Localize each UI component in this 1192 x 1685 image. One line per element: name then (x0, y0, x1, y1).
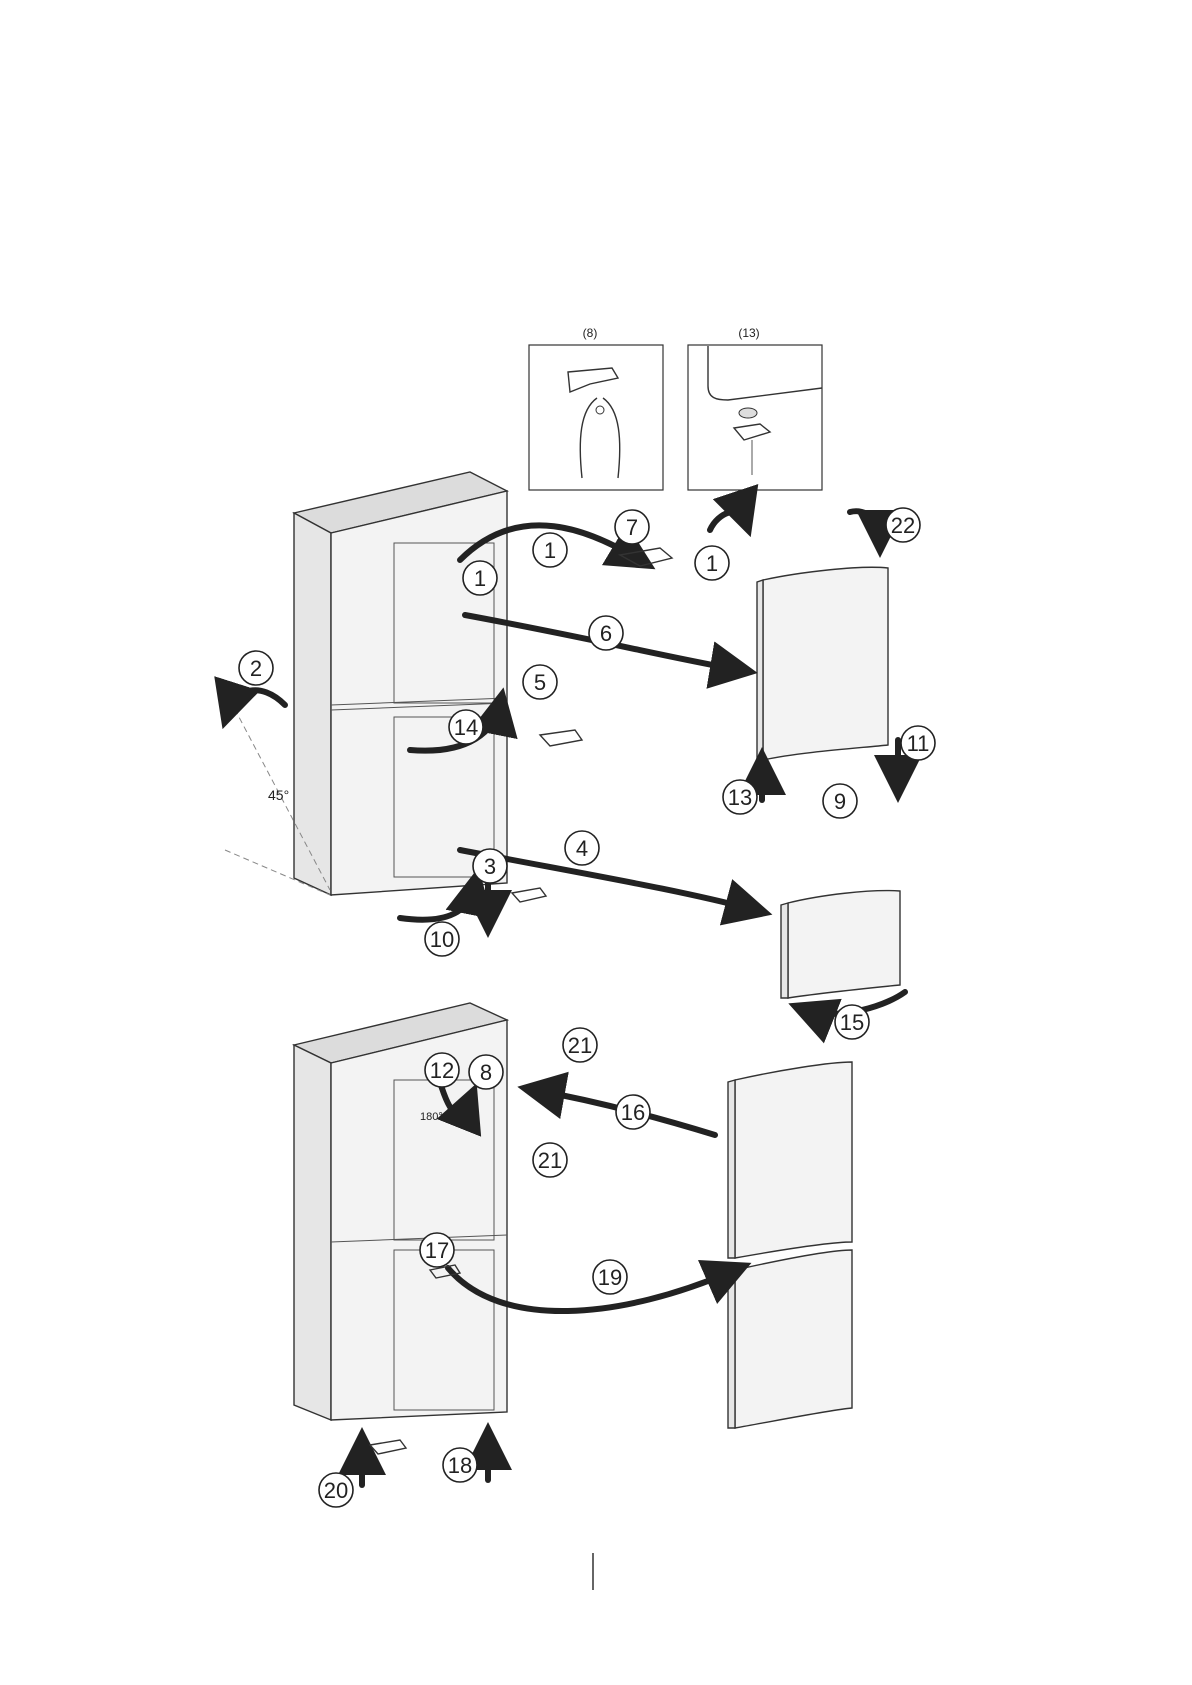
step-22: 22 (886, 508, 920, 542)
svg-text:19: 19 (598, 1265, 622, 1290)
step-13: 13 (723, 780, 757, 814)
svg-text:9: 9 (834, 789, 846, 814)
svg-text:2: 2 (250, 656, 262, 681)
step-1b: 1 (533, 533, 567, 567)
step-6: 6 (589, 616, 623, 650)
svg-text:18: 18 (448, 1453, 472, 1478)
svg-text:1: 1 (544, 538, 556, 563)
step-14: 14 (449, 710, 483, 744)
step-4: 4 (565, 831, 599, 865)
svg-text:12: 12 (430, 1058, 454, 1083)
step-21a: 21 (563, 1028, 597, 1062)
svg-text:8: 8 (480, 1060, 492, 1085)
svg-text:21: 21 (568, 1033, 592, 1058)
step-1c: 1 (695, 546, 729, 580)
door-reassembled-top (728, 1062, 852, 1258)
step-1a: 1 (463, 561, 497, 595)
step-10: 10 (425, 922, 459, 956)
svg-text:22: 22 (891, 513, 915, 538)
svg-text:5: 5 (534, 670, 546, 695)
step-20: 20 (319, 1473, 353, 1507)
svg-text:1: 1 (706, 551, 718, 576)
step-9: 9 (823, 784, 857, 818)
step-18: 18 (443, 1448, 477, 1482)
angle-label: 45° (268, 787, 289, 803)
svg-text:10: 10 (430, 927, 454, 952)
inset-door-stop: (13) (688, 326, 822, 490)
step-8: 8 (469, 1055, 503, 1089)
svg-text:3: 3 (484, 854, 496, 879)
door-bottom-fridge (781, 891, 900, 998)
step-15: 15 (835, 1005, 869, 1039)
svg-text:4: 4 (576, 836, 588, 861)
step-2: 2 (239, 651, 273, 685)
inset-label-8: (8) (583, 326, 598, 340)
svg-text:16: 16 (621, 1100, 645, 1125)
svg-text:21: 21 (538, 1148, 562, 1173)
door-top-freezer (757, 567, 888, 760)
rotation-label: 180° (420, 1111, 443, 1123)
svg-text:20: 20 (324, 1478, 348, 1503)
svg-text:15: 15 (840, 1010, 864, 1035)
step-3: 3 (473, 849, 507, 883)
svg-text:6: 6 (600, 621, 612, 646)
step-17: 17 (420, 1233, 454, 1267)
svg-text:7: 7 (626, 515, 638, 540)
inset-hinge-pliers: (8) (529, 326, 663, 490)
cabinet-upper: 45° (225, 472, 507, 895)
svg-text:13: 13 (728, 785, 752, 810)
step-12: 12 (425, 1053, 459, 1087)
step-16: 16 (616, 1095, 650, 1129)
svg-text:14: 14 (454, 715, 478, 740)
svg-text:11: 11 (907, 731, 930, 756)
step-5: 5 (523, 665, 557, 699)
inset-label-13: (13) (738, 326, 759, 340)
svg-text:1: 1 (474, 566, 486, 591)
svg-text:17: 17 (425, 1238, 449, 1263)
step-11: 11 (901, 726, 935, 760)
door-reassembled-bottom (728, 1250, 852, 1428)
step-7: 7 (615, 510, 649, 544)
step-19: 19 (593, 1260, 627, 1294)
step-21b: 21 (533, 1143, 567, 1177)
